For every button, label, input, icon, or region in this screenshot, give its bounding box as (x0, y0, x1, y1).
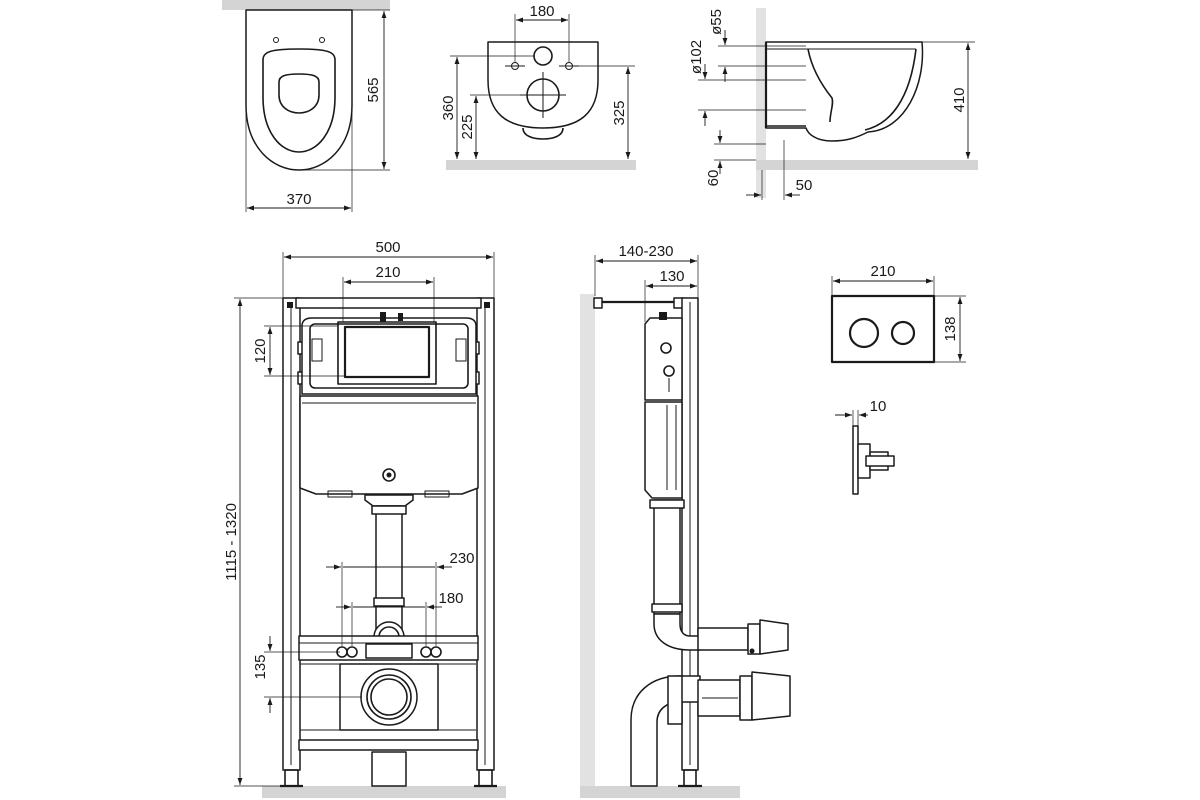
frame-front-view: 500 210 120 1115 - 1320 230 180 (223, 239, 506, 798)
dim-plate-opening-height: 120 (252, 338, 269, 363)
dim-wall-clearance: 50 (796, 177, 813, 194)
toilet-top-view: 565 370 (222, 0, 390, 212)
dim-inlet-height: 325 (611, 100, 628, 125)
frame-side-view: 140-230 130 (580, 243, 791, 798)
dim-width: 370 (286, 191, 311, 208)
toilet-front-view: 180 360 225 325 (440, 3, 636, 170)
dim-frame-depth: 130 (659, 268, 684, 285)
dim-outlet-height: 225 (459, 114, 476, 139)
dim-inlet-diameter: ø55 (708, 9, 725, 35)
dim-plate-thickness: 10 (870, 398, 887, 415)
dim-floor-clearance: 60 (705, 170, 722, 187)
dim-hole-spacing: 180 (529, 3, 554, 20)
dim-tank-width: 210 (375, 264, 400, 281)
dim-plate-width: 210 (870, 263, 895, 280)
dim-overall-height: 360 (440, 95, 457, 120)
dim-depth-range: 140-230 (618, 243, 673, 260)
toilet-side-view: 410 ø55 ø102 60 50 (688, 8, 978, 200)
dim-plate-height: 138 (942, 316, 959, 341)
flush-plate-side: 10 (835, 398, 895, 495)
dim-anchor-spacing-inner: 180 (438, 590, 463, 607)
dim-frame-width: 500 (375, 239, 400, 256)
dim-anchor-spacing-outer: 230 (449, 550, 474, 567)
dim-outlet-diameter: ø102 (688, 40, 705, 74)
dim-height: 410 (951, 87, 968, 112)
dim-frame-height: 1115 - 1320 (223, 503, 240, 581)
dim-length: 565 (365, 77, 382, 102)
flush-plate-front: 210 138 (830, 263, 966, 364)
dim-outlet-height-frame: 135 (252, 654, 269, 679)
